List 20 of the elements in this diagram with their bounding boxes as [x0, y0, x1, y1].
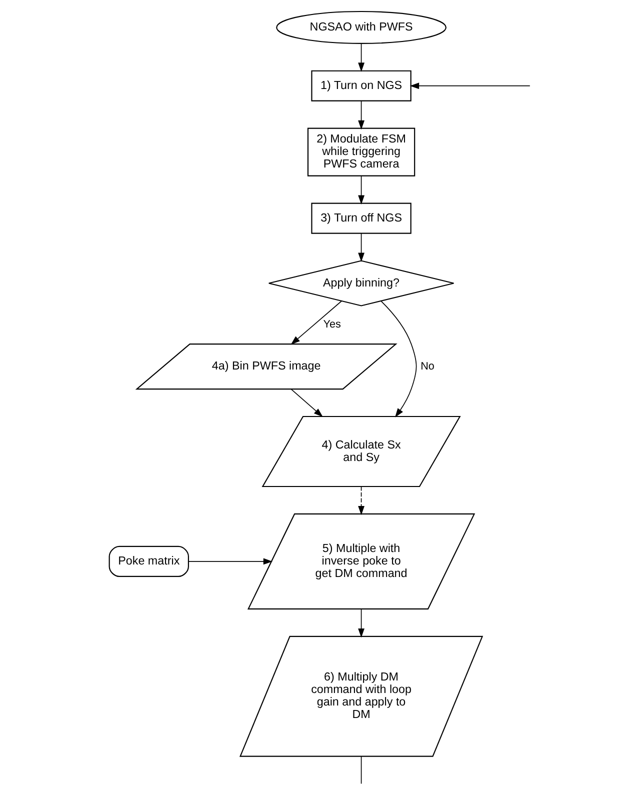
arrow — [358, 486, 364, 516]
arrow — [358, 608, 364, 638]
node-box: 1) Turn on NGS — [310, 70, 411, 102]
arrow — [358, 43, 364, 72]
node-ellipse: NGSAO with PWFS — [276, 10, 446, 44]
node-box: Poke matrix — [108, 546, 188, 577]
arrow — [358, 175, 364, 204]
node-box: 3) Turn off NGS — [310, 202, 411, 234]
arrow — [290, 388, 322, 418]
node-diamond: Apply binning? — [268, 260, 454, 306]
arrow — [290, 300, 342, 345]
arrow — [358, 233, 364, 262]
node-box: 2) Modulate FSM while triggering PWFS camera — [306, 128, 415, 176]
connector — [360, 756, 362, 784]
arrow — [358, 100, 364, 130]
edge-label: No — [420, 360, 434, 372]
arrow — [188, 558, 272, 565]
arrow — [380, 300, 416, 418]
edge-label: Yes — [322, 318, 340, 331]
arrow — [409, 82, 530, 90]
